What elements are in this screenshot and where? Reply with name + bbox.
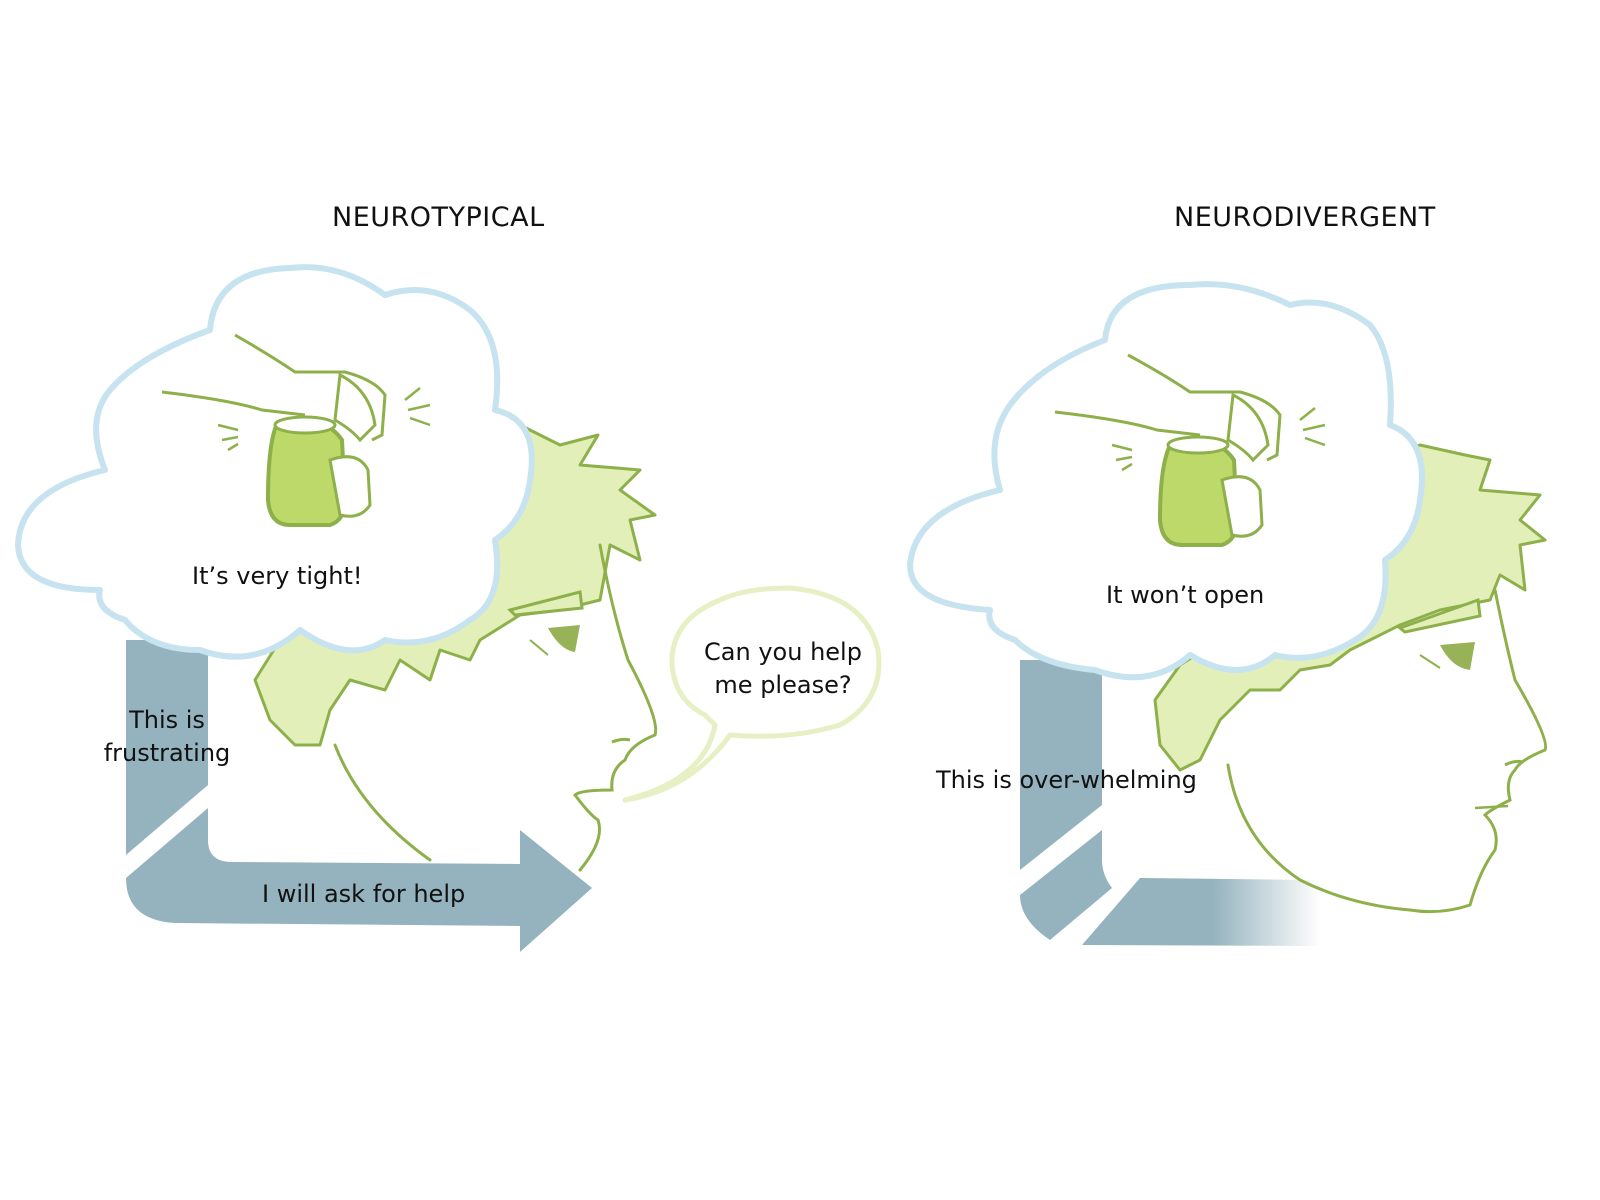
neurotypical-action-text: I will ask for help [262,880,466,908]
neurodivergent-title: NEURODIVERGENT [1174,202,1436,233]
neurotypical-feeling-line2: frustrating [103,739,231,767]
neurodivergent-face [1226,588,1548,914]
neurotypical-panel [15,264,882,952]
neurodivergent-feeling-text: This is over-whelming [936,766,1197,794]
neurotypical-thought-text: It’s very tight! [192,562,363,590]
neurotypical-jar-icon [161,333,431,527]
neurotypical-speech-text: Can you help me please? [695,636,871,702]
neurodivergent-panel [907,281,1548,946]
neurotypical-speech-line2: me please? [714,671,852,699]
neurodivergent-arrow [1020,660,1320,946]
neurotypical-speech-line1: Can you help [704,638,862,666]
neurodivergent-thought-text: It won’t open [1106,581,1265,609]
neurotypical-speech-bubble [622,585,882,803]
neurodivergent-jar-icon [1054,353,1326,547]
neurotypical-feeling-line1: This is [129,706,205,734]
neurotypical-face [333,543,658,872]
neurotypical-title: NEUROTYPICAL [332,202,545,233]
neurotypical-arrow [126,640,592,952]
neurotypical-feeling-text: This is frustrating [100,704,234,770]
